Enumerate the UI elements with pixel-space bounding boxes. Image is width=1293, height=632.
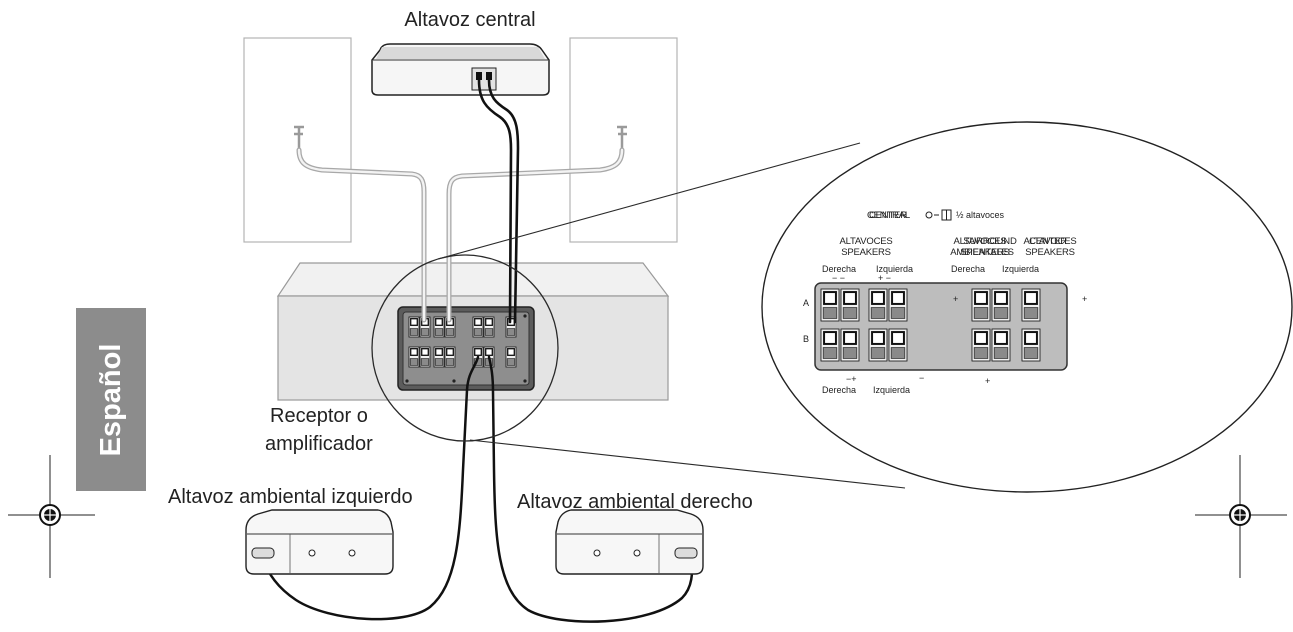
center-speaker-terminal [471, 67, 497, 91]
binding-post-terminal [868, 328, 888, 362]
binding-post-terminal [868, 288, 888, 322]
binding-post-terminal [408, 346, 420, 368]
front-speaker-wires [296, 147, 625, 323]
front-right-speaker-outline [569, 37, 678, 243]
wall-bracket-left-icon [294, 125, 304, 151]
bottom-right-label: Derecha [822, 385, 856, 395]
registration-mark-icon [1195, 455, 1287, 578]
binding-post-terminal [433, 346, 445, 368]
binding-post-terminal [419, 346, 431, 368]
binding-post-terminal [408, 316, 420, 338]
binding-post-terminal [971, 328, 991, 362]
surround-left-label: Altavoz ambiental izquierdo [168, 486, 413, 508]
receiver-label-line1: Receptor o [270, 405, 368, 427]
surround-header-line1-alt: SURROUND [963, 236, 1017, 247]
binding-post-terminal [433, 316, 445, 338]
center-speaker-cable [477, 78, 513, 324]
screw-icon [348, 549, 356, 557]
plus-mid: + [953, 294, 958, 304]
screw-icon [308, 549, 316, 557]
registration-mark-icon [8, 455, 95, 578]
surround-right-speaker [555, 509, 704, 575]
surround-header-line1: ALTAVOCES [953, 236, 1006, 247]
binding-post-terminal [820, 288, 840, 322]
front-header-line2: SPEAKERS [841, 247, 891, 258]
binding-post-terminal [472, 316, 484, 338]
bottom-left-label: Izquierda [873, 385, 910, 395]
surround-left-label: Izquierda [1002, 264, 1039, 274]
bottom-minus: − [919, 373, 924, 383]
row-b-label: B [803, 334, 809, 344]
screw-icon [633, 549, 641, 557]
front-left-speaker-outline [243, 37, 352, 243]
switch-circle-icon [925, 211, 939, 219]
surround-right-cable [487, 355, 694, 623]
surround-header-line2: AMBIENTALES [950, 247, 1014, 258]
binding-post-terminal [444, 346, 456, 368]
receiver-label-line2: amplificador [265, 433, 373, 455]
center-header-line1: ALTAVOCES [1023, 236, 1076, 247]
binding-post-terminal [888, 328, 908, 362]
zoom-detail: CENTER CENTRAL ½ altavoces ALTAVOCES SPE… [761, 121, 1293, 493]
black-speaker-cables [260, 78, 694, 623]
language-tab-label: Español [95, 344, 127, 457]
binding-post-terminal [840, 328, 860, 362]
binding-post-terminal [820, 328, 840, 362]
magnifier-line-bottom [469, 439, 906, 489]
binding-post-terminal [991, 288, 1011, 322]
surround-left-terminal [251, 547, 275, 559]
mode-label-alt: CENTRAL [867, 210, 910, 221]
binding-post-terminal [1021, 328, 1041, 362]
mode-suffix: ½ altavoces [956, 210, 1005, 220]
wall-bracket-right-icon [617, 125, 627, 151]
surround-right-label: Altavoz ambiental derecho [517, 491, 753, 513]
front-right-label: Derecha [822, 264, 856, 274]
binding-post-terminal [1021, 288, 1041, 322]
center-speaker [371, 43, 550, 96]
front-left-polarity: + − [878, 273, 891, 283]
magnifier-circle [371, 254, 559, 442]
surround-right-label: Derecha [951, 264, 985, 274]
speaker-box-icon [941, 209, 952, 221]
binding-post-terminal [483, 316, 495, 338]
front-right-polarity: − − [832, 273, 845, 283]
binding-post-terminal [971, 288, 991, 322]
center-header-line1-alt: CENTER [1029, 236, 1067, 247]
binding-post-terminal [888, 288, 908, 322]
receiver-terminal-panel [397, 306, 535, 391]
center-speaker-cable-2 [487, 78, 520, 324]
center-header-line2: SPEAKERS [1025, 247, 1075, 258]
bottom-polarity-front: −+ [846, 374, 857, 384]
front-header-line1: ALTAVOCES [839, 236, 892, 247]
plus-right: + [1082, 294, 1087, 304]
magnifier-line-top [437, 142, 861, 260]
row-a-label: A [803, 298, 809, 308]
zoom-terminals [820, 288, 1041, 362]
binding-post-terminal [505, 346, 517, 368]
binding-post-terminal [991, 328, 1011, 362]
surround-header-line2-alt: SPEAKERS [960, 247, 1010, 258]
surround-right-terminal [674, 547, 698, 559]
screw-icon [593, 549, 601, 557]
language-tab: Español [76, 308, 146, 491]
center-speaker-label: Altavoz central [404, 9, 535, 31]
mode-label: CENTER [869, 210, 907, 221]
surround-left-cable [260, 355, 480, 621]
front-left-label: Izquierda [876, 264, 913, 274]
bottom-plus: + [985, 376, 990, 386]
binding-post-terminal [840, 288, 860, 322]
surround-left-speaker [245, 509, 394, 575]
